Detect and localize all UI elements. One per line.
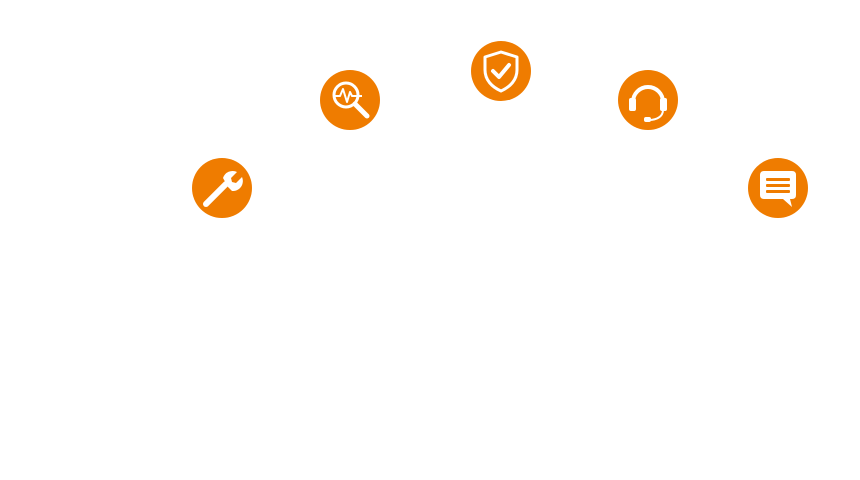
wrench-icon	[192, 158, 252, 218]
chat-bubble-icon	[748, 158, 808, 218]
shield-check-icon	[471, 41, 531, 101]
headset-icon	[618, 70, 678, 130]
magnifier-pulse-icon	[320, 70, 380, 130]
